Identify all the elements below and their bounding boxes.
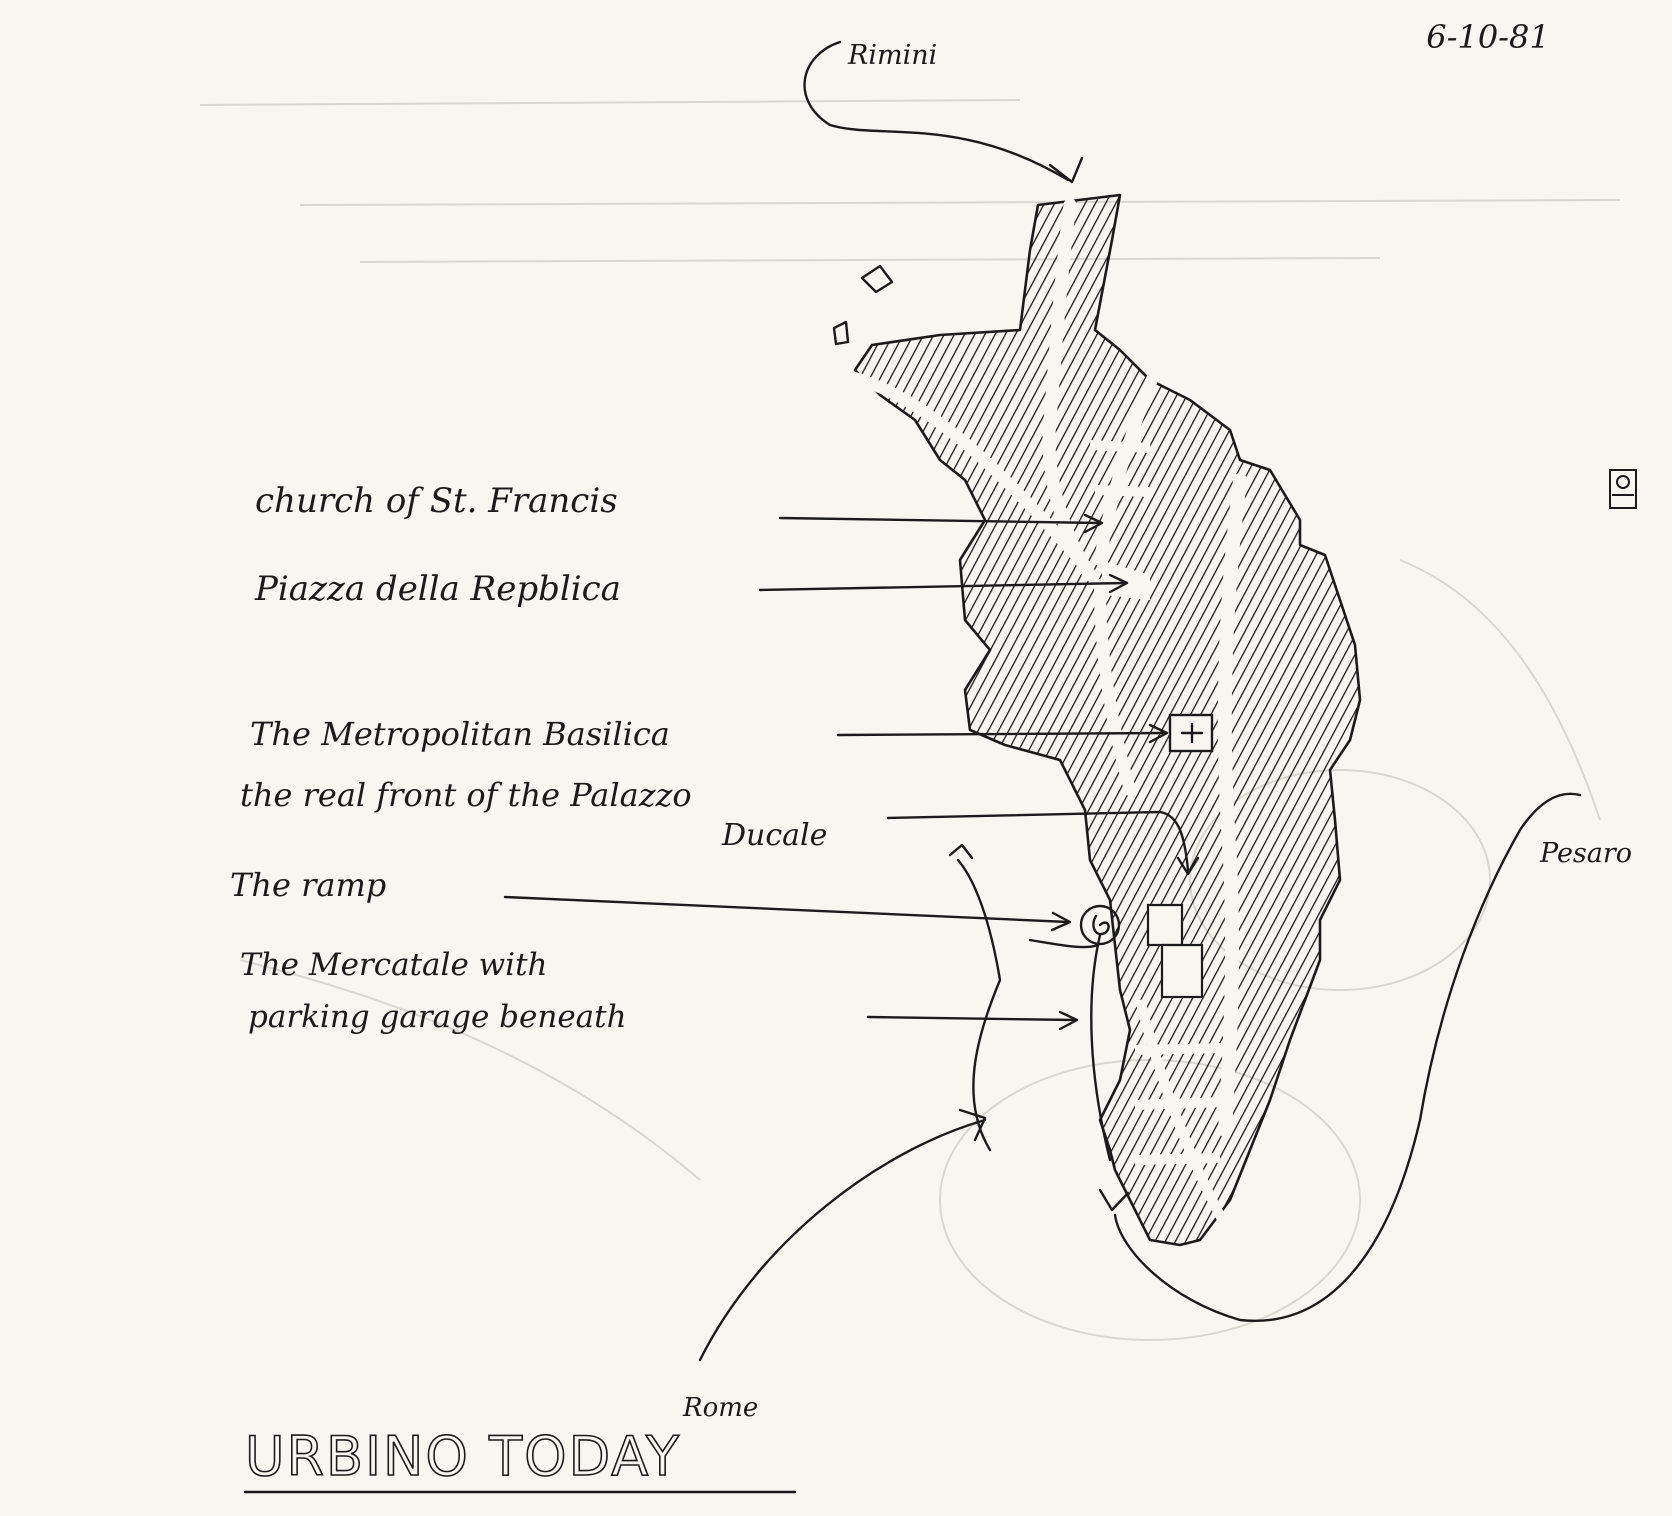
arrowhead-ramp [1050,911,1072,932]
arrowhead-basilica [1148,723,1169,744]
label-basilica: The Metropolitan Basilica [250,715,670,753]
label-mercatale-line2: parking garage beneath [248,999,627,1035]
ramp-spiral [1079,904,1121,946]
mercatale-top [1028,938,1100,949]
label-mercatale-line1: The Mercatale with [240,947,548,983]
label-piazza: Piazza della Repblica [254,569,621,609]
arrowhead-north-road [948,843,974,860]
sketch-date: 6-10-81 [1426,18,1549,56]
margin-mark [1609,469,1637,509]
leader-palazzo [886,810,1190,872]
direction-rimini: Rimini [803,40,1084,184]
direction-label-pesaro: Pesaro [1539,838,1632,869]
city-mass [849,193,1362,1247]
label-ramp: The ramp [230,866,386,904]
leader-basilica [836,731,1167,737]
label-st-francis: church of St. Francis [255,481,618,521]
arrowhead-st-francis [1083,513,1104,534]
title-text: URBINO TODAY [245,1425,681,1488]
annotations: church of St. Francis Piazza della Repbl… [230,481,1200,1035]
direction-pesaro: Pesaro [1098,792,1632,1323]
arrowhead-pesaro [1098,1188,1130,1212]
basilica-marker [1168,713,1214,753]
direction-label-rimini: Rimini [847,40,937,71]
arrowhead-mercatale [1058,1010,1079,1031]
label-palazzo-line1: the real front of the Palazzo [240,776,692,814]
arrowhead-piazza [1108,573,1129,594]
leader-piazza [758,581,1127,592]
label-palazzo-line2: Ducale [721,818,827,853]
outlying-block-2 [832,320,850,346]
road-rome [698,1118,987,1362]
sketch-title: URBINO TODAY [243,1424,797,1494]
direction-rome: Rome [682,1108,987,1423]
arrow-rimini [803,40,1070,182]
direction-label-rome: Rome [682,1393,758,1423]
arrowhead-rimini [1048,156,1084,184]
leader-st-francis [778,516,1102,525]
outlying-block-1 [860,264,894,294]
leader-mercatale [866,1015,1077,1022]
arrowhead-rome [958,1108,987,1142]
west-road-edge [956,858,1002,1152]
mercatale-edge [1090,933,1112,1162]
leader-ramp [503,895,1070,924]
palazzo-ducale-courtyards [1146,903,1204,999]
road-pesaro [1113,792,1582,1323]
arrowhead-palazzo [1176,856,1200,876]
